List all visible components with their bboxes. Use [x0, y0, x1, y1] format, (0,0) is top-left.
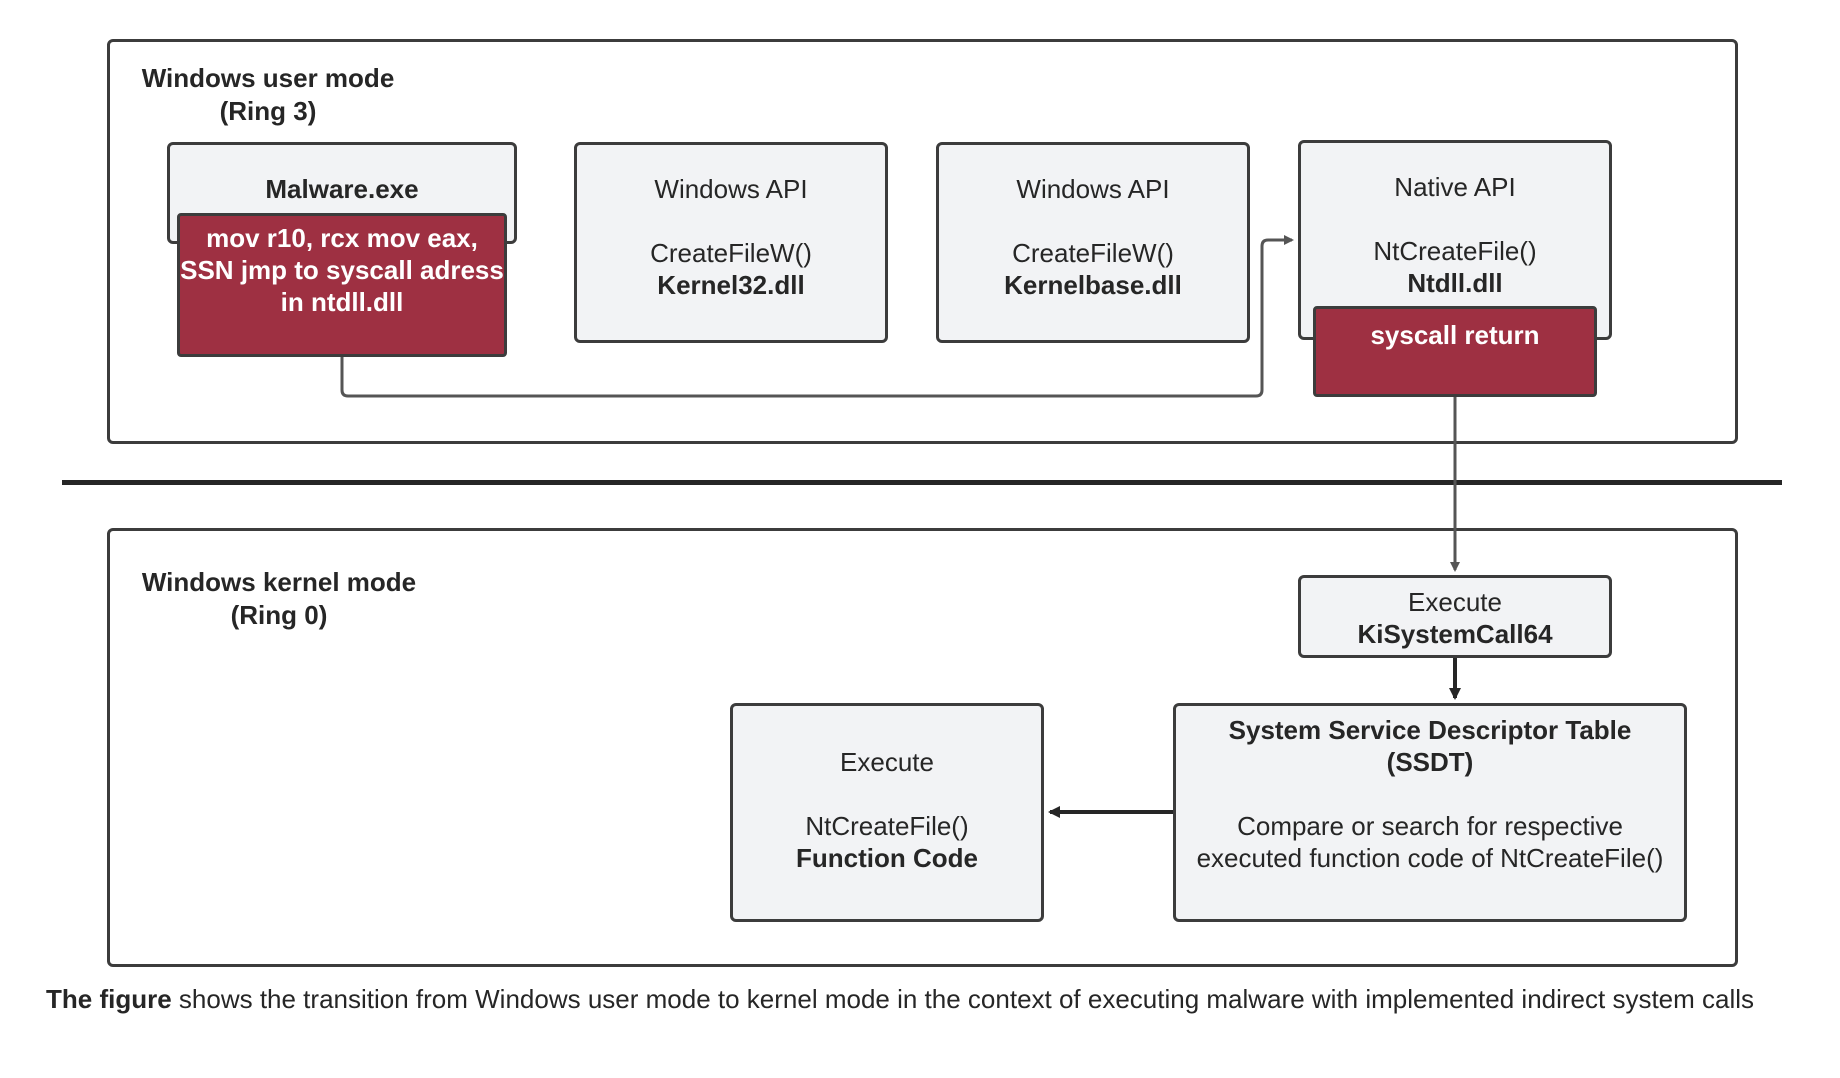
kernel-mode-title: Windows kernel mode (Ring 0)	[125, 566, 433, 632]
ssdt-title-line1: System Service Descriptor Table	[1228, 715, 1632, 745]
kisystemcall-line1: Execute	[1408, 587, 1502, 617]
ssdt-desc-line1: Compare or search for respective	[1237, 811, 1623, 841]
malware-code-line: mov r10, rcx	[206, 223, 360, 253]
ssdt-title-line2: (SSDT)	[1386, 747, 1474, 777]
winapi-kernelbase-func: CreateFileW()	[1012, 238, 1174, 268]
exec-function-line2: NtCreateFile()	[805, 811, 969, 841]
ssdt-box: System Service Descriptor Table (SSDT) C…	[1173, 703, 1687, 922]
caption-bold: The figure	[46, 984, 172, 1014]
kernel-mode-title-line2: (Ring 0)	[230, 600, 328, 630]
winapi-kernel32-box: Windows API CreateFileW() Kernel32.dll	[574, 142, 888, 343]
winapi-kernelbase-dll: Kernelbase.dll	[1004, 270, 1182, 300]
user-mode-title: Windows user mode (Ring 3)	[128, 62, 408, 128]
mode-divider	[62, 480, 1782, 485]
malware-title: Malware.exe	[265, 174, 419, 204]
user-mode-title-line1: Windows user mode	[141, 63, 395, 93]
kernel-mode-title-line1: Windows kernel mode	[141, 567, 417, 597]
caption-text: shows the transition from Windows user m…	[171, 984, 1755, 1014]
ssdt-desc-line2: executed function code of NtCreateFile()	[1196, 843, 1664, 873]
connector-malware-to-native	[340, 235, 1294, 398]
winapi-kernel32-dll: Kernel32.dll	[657, 270, 805, 300]
syscall-code-line: syscall	[1370, 320, 1458, 350]
malware-code-block: mov r10, rcx mov eax, SSN jmp to syscall…	[177, 213, 507, 357]
malware-code-line: mov eax, SSN	[180, 223, 478, 285]
winapi-kernelbase-box: Windows API CreateFileW() Kernelbase.dll	[936, 142, 1250, 343]
user-mode-title-line2: (Ring 3)	[219, 96, 317, 126]
native-api-dll: Ntdll.dll	[1407, 268, 1503, 298]
kisystemcall-box: Execute KiSystemCall64	[1298, 575, 1612, 658]
kisystemcall-line2: KiSystemCall64	[1357, 619, 1553, 649]
syscall-code-block: syscall return	[1313, 306, 1597, 397]
native-api-label: Native API	[1394, 172, 1516, 202]
exec-function-line1: Execute	[840, 747, 934, 777]
malware-code-line: in ntdll.dll	[280, 287, 404, 317]
winapi-kernel32-func: CreateFileW()	[650, 238, 812, 268]
figure-caption: The figure shows the transition from Win…	[46, 983, 1754, 1015]
syscall-code-line: return	[1464, 320, 1540, 350]
exec-function-box: Execute NtCreateFile() Function Code	[730, 703, 1044, 922]
exec-function-line3: Function Code	[796, 843, 978, 873]
winapi-kernelbase-label: Windows API	[1016, 174, 1170, 204]
native-api-func: NtCreateFile()	[1373, 236, 1537, 266]
malware-code-line: jmp to syscall adress	[240, 255, 504, 285]
winapi-kernel32-label: Windows API	[654, 174, 808, 204]
